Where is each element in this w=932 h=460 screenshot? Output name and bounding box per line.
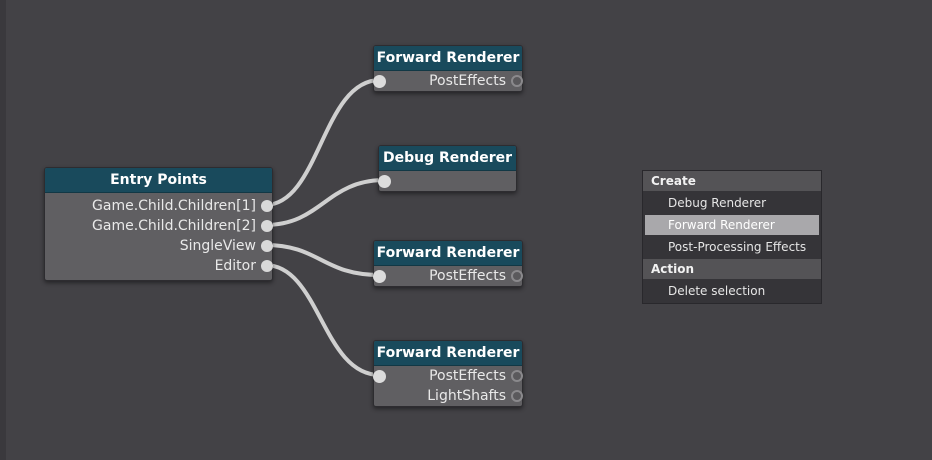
- canvas-left-edge: [0, 0, 6, 460]
- port-label: SingleView: [179, 238, 256, 254]
- port-label: PostEffects: [429, 368, 506, 384]
- output-port-row: Editor: [45, 256, 273, 276]
- output-port[interactable]: [511, 270, 523, 282]
- output-port-row: SingleView: [45, 236, 273, 256]
- menu-item-forward-renderer[interactable]: Forward Renderer: [645, 215, 819, 235]
- input-port-row: [378, 171, 516, 191]
- input-port[interactable]: [373, 270, 386, 283]
- output-port[interactable]: [511, 370, 523, 382]
- port-label: Editor: [214, 258, 256, 274]
- output-port-row: Game.Child.Children[2]: [45, 216, 273, 236]
- node-title: Entry Points: [45, 168, 272, 193]
- link-children1-to-forward-renderer-1: [263, 78, 382, 207]
- forward-renderer-node[interactable]: Forward Renderer PostEffects: [373, 240, 523, 287]
- output-port-row: LightShafts: [374, 386, 523, 406]
- output-port[interactable]: [511, 390, 523, 402]
- output-port[interactable]: [261, 220, 273, 232]
- port-label: Game.Child.Children[2]: [92, 218, 256, 234]
- menu-section-action: Action: [643, 259, 821, 279]
- port-label: Game.Child.Children[1]: [92, 198, 256, 214]
- menu-item-delete-selection[interactable]: Delete selection: [668, 284, 766, 298]
- menu-item-debug-renderer[interactable]: Debug Renderer: [668, 196, 767, 210]
- output-port[interactable]: [261, 260, 273, 272]
- link-singleview-to-forward-renderer-2: [263, 243, 382, 277]
- output-port-row: PostEffects: [373, 366, 523, 386]
- output-port[interactable]: [511, 75, 523, 87]
- output-port-row: PostEffects: [373, 71, 523, 91]
- forward-renderer-node[interactable]: Forward Renderer PostEffects: [373, 45, 523, 92]
- output-port[interactable]: [261, 200, 273, 212]
- menu-item-post-processing-effects[interactable]: Post-Processing Effects: [668, 240, 807, 254]
- entry-points-node[interactable]: Entry Points Game.Child.Children[1] Game…: [44, 167, 273, 281]
- input-port[interactable]: [373, 75, 386, 88]
- forward-renderer-node[interactable]: Forward Renderer PostEffects LightShafts: [373, 340, 523, 407]
- output-port[interactable]: [261, 240, 273, 252]
- output-port-row: Game.Child.Children[1]: [45, 196, 273, 216]
- node-title: Forward Renderer: [374, 241, 522, 266]
- input-port[interactable]: [373, 370, 386, 383]
- node-title: Forward Renderer: [374, 341, 522, 366]
- input-port[interactable]: [378, 175, 391, 188]
- link-editor-to-forward-renderer-3: [263, 263, 382, 377]
- link-children2-to-debug-renderer: [263, 178, 387, 227]
- debug-renderer-node[interactable]: Debug Renderer: [378, 145, 517, 192]
- output-port-row: PostEffects: [373, 266, 523, 286]
- menu-section-create: Create: [643, 171, 821, 191]
- port-label: LightShafts: [427, 388, 506, 404]
- node-title: Debug Renderer: [379, 146, 516, 171]
- port-label: PostEffects: [429, 73, 506, 89]
- node-title: Forward Renderer: [374, 46, 522, 71]
- context-menu: Create Debug Renderer Forward Renderer P…: [642, 170, 822, 304]
- port-label: PostEffects: [429, 268, 506, 284]
